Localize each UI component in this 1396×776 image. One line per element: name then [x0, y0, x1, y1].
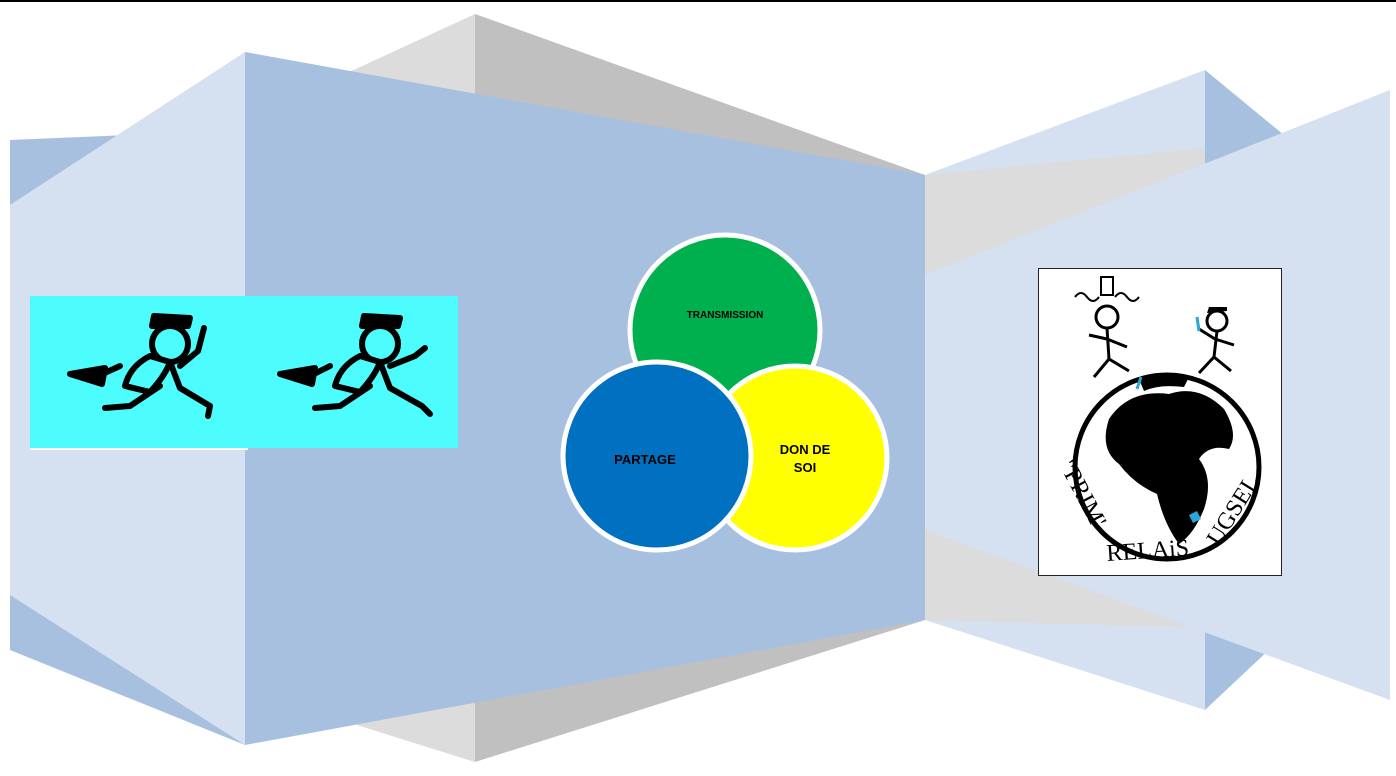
label-don-de-soi-line2: SOI — [794, 460, 816, 475]
label-partage: PARTAGE — [590, 452, 700, 467]
label-don-de-soi-line1: DON DE — [780, 442, 831, 457]
label-don-de-soi: DON DE SOI — [765, 441, 845, 477]
svg-text:RELAiS: RELAiS — [1106, 535, 1190, 567]
label-transmission: TRANSMISSION — [665, 310, 785, 321]
logo-illustration: "PRIM' RELAiS UGSEL — [1039, 269, 1281, 575]
prim-relais-ugsel-logo: "PRIM' RELAiS UGSEL — [1038, 268, 1282, 576]
